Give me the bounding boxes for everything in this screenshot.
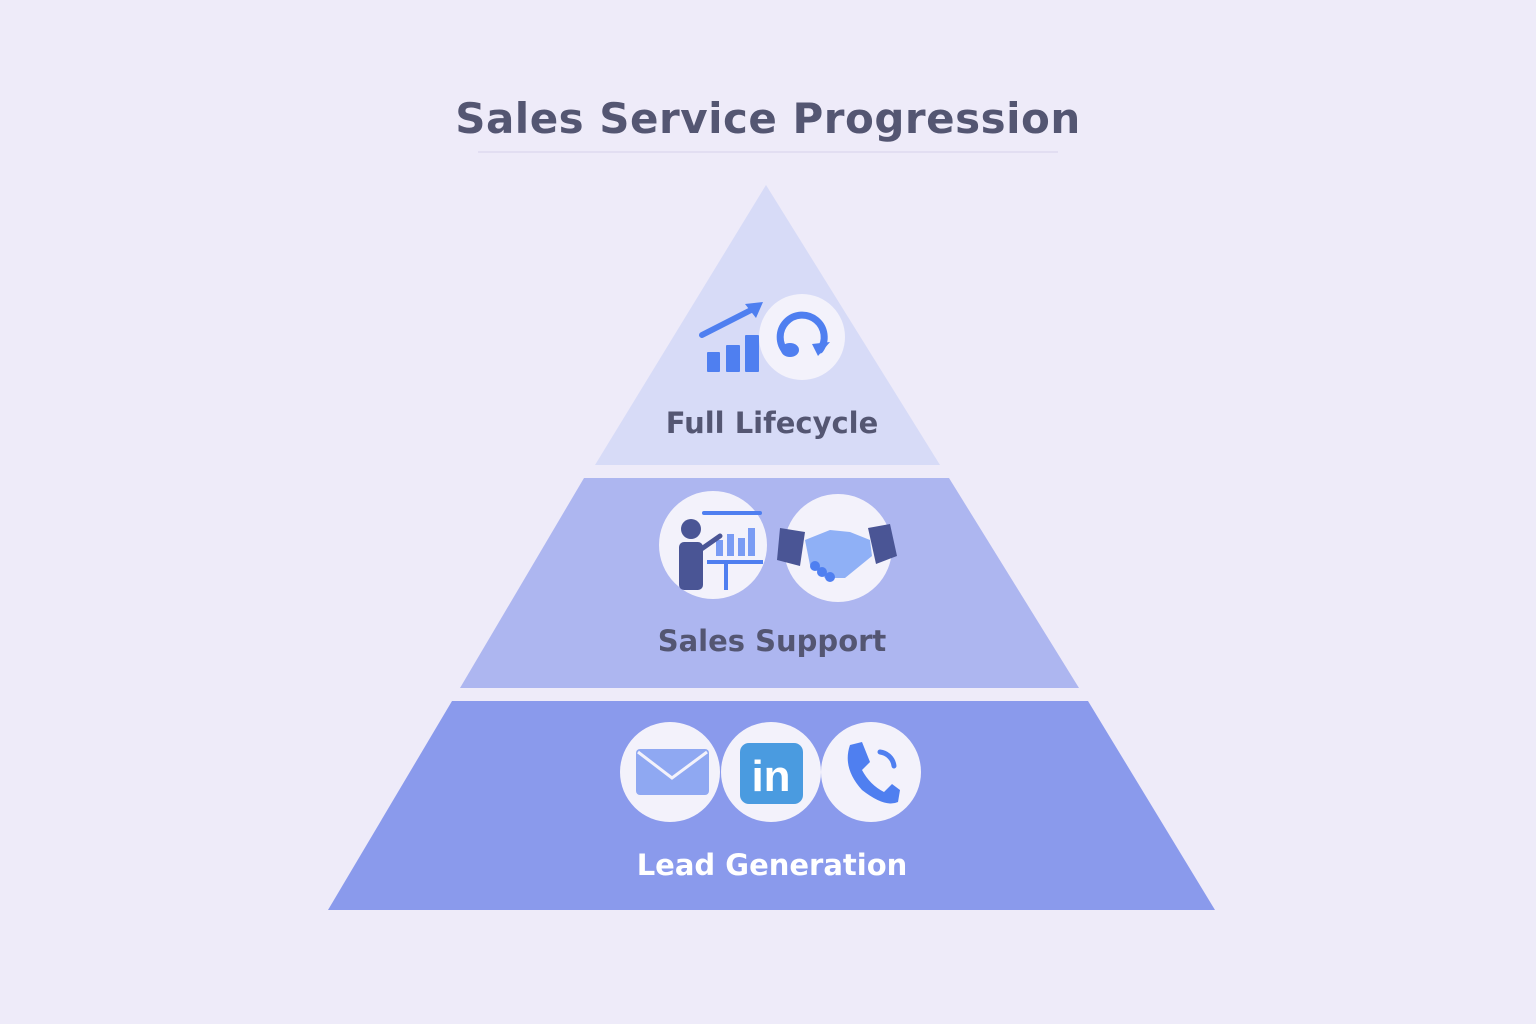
tier-label-sales-support: Sales Support <box>657 624 887 658</box>
title-divider <box>478 151 1058 153</box>
handshake-icon <box>777 524 897 582</box>
presentation-icon <box>679 511 763 590</box>
tier-label-lead-generation: Lead Generation <box>636 848 908 882</box>
tier-label-full-lifecycle: Full Lifecycle <box>665 406 879 440</box>
linkedin-icon-text: in <box>751 752 790 801</box>
phone-icon-circle <box>821 722 921 822</box>
phone-icon <box>847 742 900 804</box>
page-title: Sales Service Progression <box>455 94 1081 143</box>
linkedin-icon <box>740 743 803 804</box>
lifecycle-cycle-icon <box>776 311 830 357</box>
growth-chart-icon <box>699 302 763 372</box>
lifecycle-icon-circle <box>759 294 845 380</box>
email-icon <box>636 749 709 795</box>
tier-sales-support <box>460 478 1079 688</box>
phone-signal-icon <box>877 749 897 769</box>
